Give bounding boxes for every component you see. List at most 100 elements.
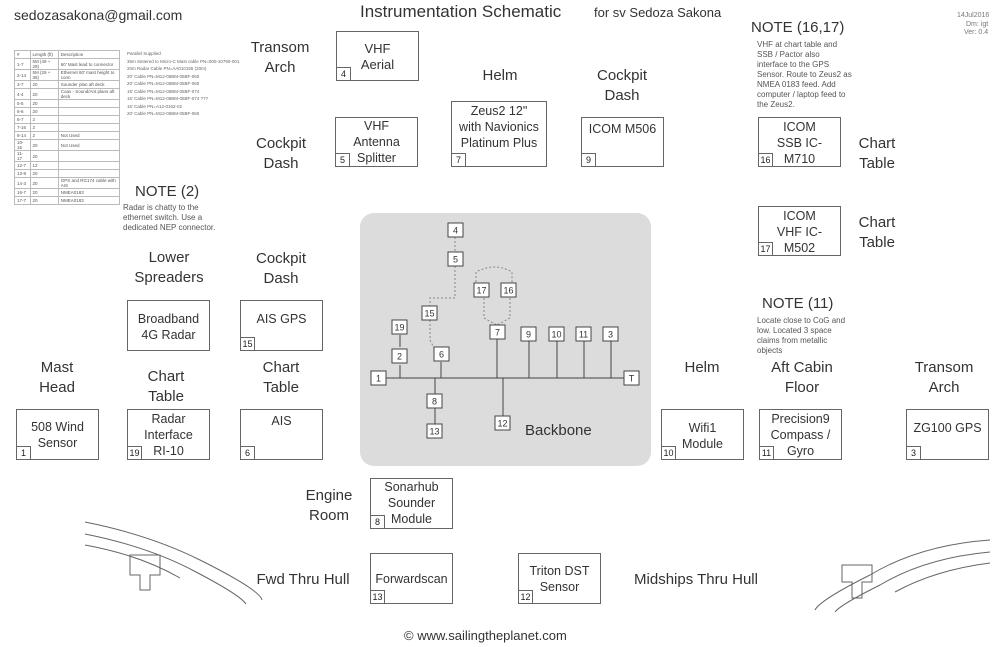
device-number: 19 bbox=[128, 446, 142, 459]
backbone-node-17[interactable]: 17 bbox=[473, 282, 490, 298]
location-chart-table-radar: Chart Table bbox=[147, 368, 185, 405]
backbone-node-label: 8 bbox=[432, 397, 437, 407]
device-ais[interactable]: AIS 6 bbox=[240, 409, 323, 460]
location-cockpit-dash-ais: Cockpit Dash bbox=[255, 250, 307, 287]
location-transom-arch-gps: Transom Arch bbox=[914, 359, 974, 396]
device-label: Zeus2 12" with Navionics Platinum Plus bbox=[459, 104, 539, 150]
device-icom-ssb[interactable]: ICOM SSB IC-M710 16 bbox=[758, 117, 841, 167]
device-label: Sonarhub Sounder Module bbox=[384, 480, 439, 526]
device-vhf-antenna-splitter[interactable]: VHF Antenna Splitter 5 bbox=[335, 117, 418, 167]
backbone-node-2[interactable]: 2 bbox=[391, 348, 408, 364]
device-ais-gps[interactable]: AIS GPS 15 bbox=[240, 300, 323, 351]
device-broadband-radar[interactable]: Broadband 4G Radar bbox=[127, 300, 210, 351]
backbone-node-10[interactable]: 10 bbox=[548, 326, 565, 342]
backbone-node-label: 19 bbox=[394, 323, 404, 333]
meta-drawn: Dm: igt bbox=[966, 21, 989, 28]
backbone-node-box bbox=[494, 415, 511, 431]
legend-part-line: 15' Cable PN=M12-05BM-05BF-074 bbox=[127, 88, 200, 94]
device-number: 3 bbox=[907, 446, 921, 459]
backbone-node-12[interactable]: 12 bbox=[494, 415, 511, 431]
backbone-node-19[interactable]: 19 bbox=[391, 319, 408, 335]
backbone-node-box bbox=[433, 346, 450, 362]
rf-link bbox=[429, 266, 456, 306]
backbone-node-box bbox=[520, 326, 537, 342]
backbone-node-9[interactable]: 9 bbox=[520, 326, 537, 342]
device-label: VHF Aerial bbox=[360, 41, 395, 72]
backbone-node-6[interactable]: 6 bbox=[433, 346, 450, 362]
legend-part-line: 20' Cable PN=M12-05BM-05BF-060 bbox=[127, 73, 200, 79]
location-engine-room: Engine Room bbox=[305, 487, 353, 524]
device-number: 7 bbox=[452, 153, 466, 166]
device-label: VHF Antenna Splitter bbox=[353, 119, 400, 165]
legend-cell: 10-16 bbox=[14, 139, 31, 151]
page-subtitle: for sv Sedoza Sakona bbox=[594, 5, 722, 20]
device-label: Precision9 Compass / Gyro bbox=[770, 412, 831, 458]
device-label: ICOM VHF IC-M502 bbox=[776, 209, 823, 255]
backbone-node-box bbox=[447, 251, 464, 267]
device-number: 11 bbox=[760, 446, 774, 459]
legend-part-line: 20' Cable PN=M12-05BM-05BF-060 bbox=[127, 111, 200, 116]
backbone-node-box bbox=[391, 348, 408, 364]
location-midships-thru-hull: Midships Thru Hull bbox=[634, 571, 758, 588]
backbone-node-box bbox=[421, 305, 438, 321]
device-label: Forwardscan bbox=[375, 572, 448, 586]
backbone-node-7[interactable]: 7 bbox=[489, 324, 506, 340]
backbone-node-box bbox=[426, 423, 443, 439]
device-label: ICOM SSB IC-M710 bbox=[776, 120, 823, 166]
location-lower-spreaders: Lower Spreaders bbox=[134, 249, 204, 286]
page-title: Instrumentation Schematic bbox=[360, 2, 562, 21]
device-triton-dst[interactable]: Triton DST Sensor 12 bbox=[518, 553, 601, 604]
backbone-node-T[interactable]: T bbox=[623, 370, 640, 386]
device-sonarhub[interactable]: Sonarhub Sounder Module 8 bbox=[370, 478, 453, 529]
legend-part-line: 15' Cable PN=A12-0162-02 bbox=[127, 103, 183, 109]
backbone-node-16[interactable]: 16 bbox=[500, 282, 517, 298]
device-number: 12 bbox=[519, 590, 533, 603]
backbone-node-3[interactable]: 3 bbox=[602, 326, 619, 342]
device-number: 5 bbox=[336, 153, 350, 166]
backbone-node-label: 1 bbox=[376, 374, 381, 384]
device-number: 13 bbox=[371, 590, 385, 603]
device-label: Wifi1 Module bbox=[682, 421, 723, 451]
device-label: ZG100 GPS bbox=[913, 421, 982, 435]
device-wifi-module[interactable]: Wifi1 Module 10 bbox=[661, 409, 744, 460]
backbone-node-5[interactable]: 5 bbox=[447, 251, 464, 267]
device-zg100-gps[interactable]: ZG100 GPS 3 bbox=[906, 409, 989, 460]
backbone-node-label: 17 bbox=[476, 286, 486, 296]
backbone-node-11[interactable]: 11 bbox=[575, 326, 592, 342]
device-forwardscan[interactable]: Forwardscan 13 bbox=[370, 553, 453, 604]
backbone-node-box bbox=[575, 326, 592, 342]
device-icom-m506[interactable]: ICOM M506 9 bbox=[581, 117, 664, 167]
device-radar-interface[interactable]: Radar Interface RI-10 19 bbox=[127, 409, 210, 460]
backbone-node-label: 13 bbox=[429, 427, 439, 437]
backbone-node-box bbox=[548, 326, 565, 342]
backbone-node-4[interactable]: 4 bbox=[447, 222, 464, 238]
nmea-link bbox=[483, 298, 498, 326]
backbone-node-13[interactable]: 13 bbox=[426, 423, 443, 439]
device-zeus2[interactable]: Zeus2 12" with Navionics Platinum Plus 7 bbox=[451, 101, 547, 167]
backbone-node-box bbox=[391, 319, 408, 335]
backbone-node-label: 12 bbox=[497, 419, 507, 429]
nmea-link bbox=[475, 266, 513, 290]
backbone-node-8[interactable]: 8 bbox=[426, 393, 443, 409]
location-cockpit-dash-left: Cockpit Dash bbox=[255, 135, 307, 172]
device-number: 10 bbox=[662, 446, 676, 459]
device-label: 508 Wind Sensor bbox=[31, 420, 84, 450]
device-icom-vhf[interactable]: ICOM VHF IC-M502 17 bbox=[758, 206, 841, 256]
backbone-node-label: 7 bbox=[495, 328, 500, 338]
device-number: 1 bbox=[17, 446, 31, 459]
hull-outline-left bbox=[84, 521, 263, 605]
legend-part-line: 35m Sintered to Micro-C Mast cable PN=00… bbox=[127, 58, 240, 64]
device-label: AIS bbox=[271, 414, 292, 428]
device-wind-sensor[interactable]: 508 Wind Sensor 1 bbox=[16, 409, 99, 460]
backbone-node-15[interactable]: 15 bbox=[421, 305, 438, 321]
backbone-node-label: 6 bbox=[439, 350, 444, 360]
device-precision9-compass[interactable]: Precision9 Compass / Gyro 11 bbox=[759, 409, 842, 460]
backbone-node-1[interactable]: 1 bbox=[370, 370, 387, 386]
device-vhf-aerial[interactable]: VHF Aerial 4 bbox=[336, 31, 419, 81]
backbone-node-box bbox=[623, 370, 640, 386]
